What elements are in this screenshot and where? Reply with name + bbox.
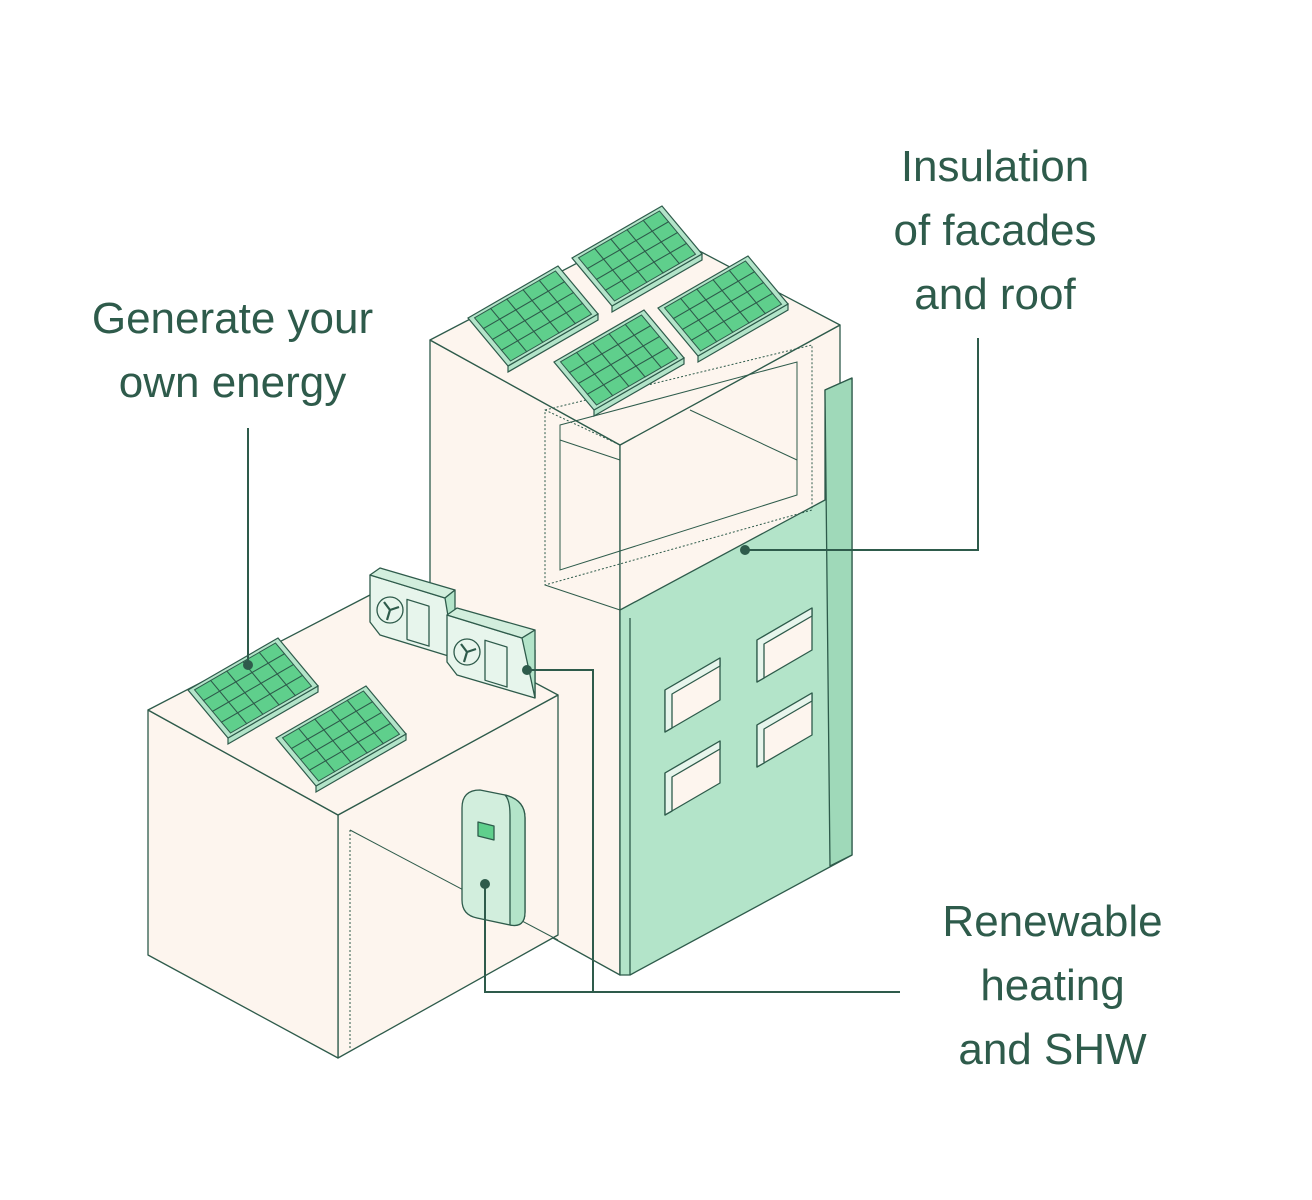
solar-panel-icon — [553, 309, 685, 418]
solar-cell — [651, 346, 679, 369]
label-line: own energy — [118, 358, 347, 407]
label-generate-energy: Generate your own energy — [60, 287, 405, 415]
heat-pump-icon — [461, 789, 526, 927]
window — [664, 740, 721, 816]
window — [664, 657, 721, 733]
window — [756, 692, 813, 768]
solar-cell — [669, 242, 697, 265]
solar-cell — [285, 674, 313, 697]
solar-panel-icon — [275, 685, 407, 794]
label-line: Insulation — [900, 142, 1090, 191]
label-line: Generate your — [91, 294, 374, 343]
renewable-leader-line-fan — [527, 669, 594, 992]
facade-insulation — [619, 377, 853, 976]
insulation-leader-line — [745, 338, 979, 551]
solar-cell — [565, 302, 593, 325]
solar-panel-icon — [467, 265, 599, 374]
solar-panel-icon — [657, 255, 789, 364]
label-line: of facades — [893, 206, 1097, 255]
callout-lines — [243, 338, 979, 993]
label-line: Renewable — [942, 897, 1163, 946]
renewable-leader-line — [484, 884, 900, 993]
facade-windows — [664, 607, 813, 816]
solar-cell — [373, 722, 401, 745]
solar-panel-icon — [187, 637, 319, 746]
window — [756, 607, 813, 683]
label-insulation: Insulation of facades and roof — [860, 135, 1130, 327]
solar-cell — [755, 292, 783, 315]
label-line: and roof — [914, 270, 1076, 319]
label-line: heating — [980, 961, 1125, 1010]
solar-panel-icon — [571, 205, 703, 314]
label-renewable-heating: Renewable heating and SHW — [915, 890, 1190, 1082]
solar-panels — [187, 205, 789, 794]
label-line: and SHW — [958, 1025, 1147, 1074]
cutaway-window — [544, 344, 813, 611]
fan-unit-icon — [446, 607, 536, 699]
